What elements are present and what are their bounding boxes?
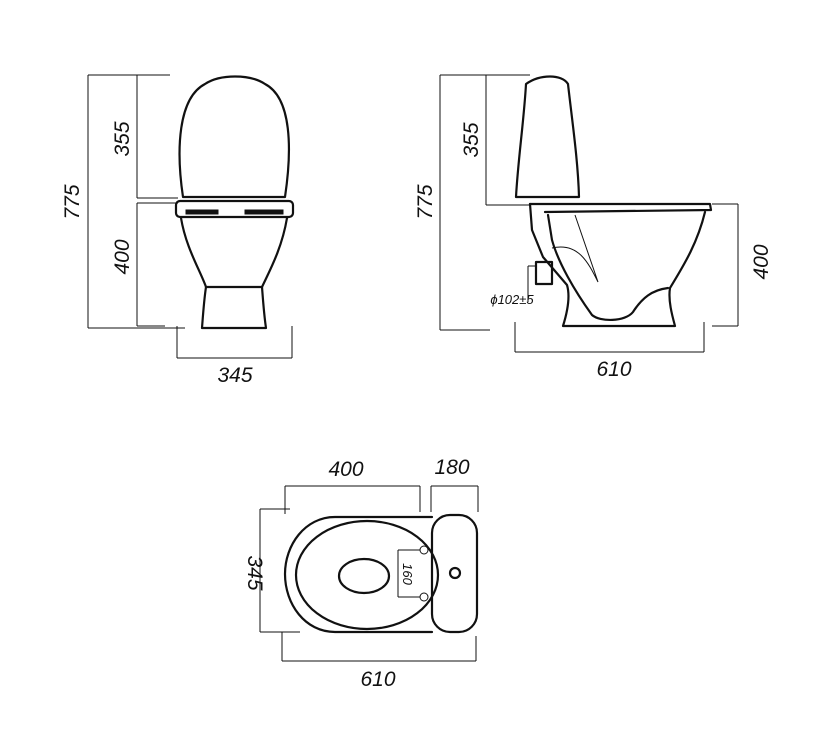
top-hole-lower (419, 592, 429, 602)
top-tank (430, 513, 479, 634)
top-bowl-outline (283, 515, 434, 634)
side-bowl-height-label: 400 (750, 244, 773, 279)
top-flush-button (448, 566, 462, 580)
front-width-label: 345 (217, 364, 252, 387)
front-hinge-right (244, 209, 284, 215)
side-overall-height-label: 775 (414, 184, 437, 219)
top-bowl-length-label: 400 (328, 458, 363, 481)
front-view: 775 355 400 345 (61, 74, 295, 387)
top-tank-depth-label: 180 (434, 456, 469, 479)
side-tank (514, 75, 581, 199)
front-overall-height-label: 775 (61, 184, 84, 219)
top-hole-upper (419, 545, 429, 555)
top-hole-spacing-label: 160 (400, 563, 415, 585)
front-seat-band (174, 199, 295, 219)
top-view: 400 180 345 160 610 (243, 456, 479, 691)
front-bowl-height-label: 400 (111, 239, 134, 274)
top-seat-ring (294, 519, 440, 631)
top-width-label: 345 (243, 555, 266, 590)
side-bowl (528, 202, 707, 328)
side-trap (551, 214, 599, 283)
top-overall-length-label: 610 (360, 668, 395, 691)
side-view: 775 355 400 610 ϕ102±5 (414, 74, 773, 381)
top-bowl-opening (337, 557, 391, 595)
side-outlet-diameter-label: ϕ102±5 (490, 292, 534, 307)
side-bowl-inner (546, 213, 670, 321)
side-length-label: 610 (596, 358, 631, 381)
front-bowl (179, 216, 289, 289)
front-hinge-left (185, 209, 219, 215)
front-tank-height-label: 355 (111, 121, 134, 156)
side-outlet (534, 260, 554, 286)
side-tank-height-label: 355 (460, 122, 483, 157)
front-tank (178, 75, 291, 199)
front-pedestal (200, 285, 268, 330)
side-seat (528, 202, 713, 214)
